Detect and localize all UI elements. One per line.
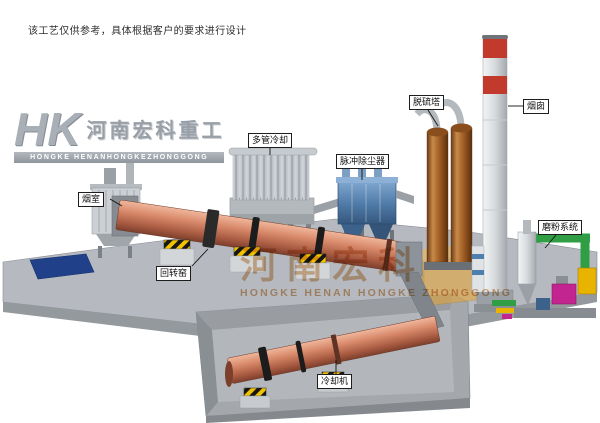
label-cooling-machine: 冷却机 bbox=[317, 374, 353, 389]
label-chimney: 烟囱 bbox=[523, 99, 550, 114]
leader-lines bbox=[109, 105, 557, 374]
cooling-machine bbox=[225, 316, 441, 409]
disclaimer-text: 该工艺仅供参考，具体根据客户的要求进行设计 bbox=[28, 26, 247, 37]
logo-company-name-en: HONGKE HENANHONGKEZHONGGONG bbox=[14, 152, 225, 164]
logo-hk-monogram: HK bbox=[14, 103, 81, 155]
blue-foundation-pad bbox=[29, 253, 95, 280]
label-smoke-chamber: 烟室 bbox=[78, 192, 105, 207]
label-desulfurization-tower: 脱硫塔 bbox=[409, 95, 445, 110]
logo-company-name-cn: 河南宏科重工 bbox=[86, 120, 225, 143]
transfer-chute bbox=[399, 271, 445, 331]
label-pulse-dust-collector: 脉冲除尘器 bbox=[336, 154, 390, 169]
label-grinding-system: 磨粉系统 bbox=[538, 220, 583, 235]
kiln-supports bbox=[159, 239, 331, 280]
label-multi-tube-cooler: 多管冷却 bbox=[248, 133, 293, 148]
label-rotary-kiln: 回转窑 bbox=[156, 266, 192, 281]
chimney bbox=[471, 35, 516, 319]
company-logo: HK 河南宏科重工 HONGKE HENANHONGKEZHONGGONG bbox=[14, 103, 225, 164]
grinding-system bbox=[514, 220, 597, 318]
rotary-kiln bbox=[115, 199, 423, 277]
